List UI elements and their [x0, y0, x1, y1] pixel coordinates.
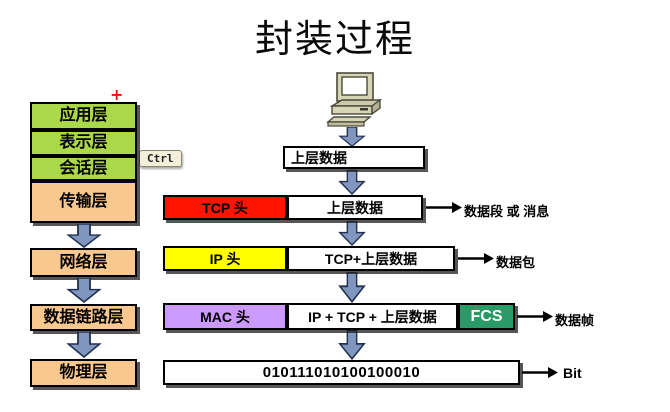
down-arrow-icon: [66, 224, 102, 248]
down-arrow-icon: [338, 221, 366, 246]
right-arrow-icon: [517, 311, 553, 322]
layer-presentation: 表示层: [30, 130, 137, 156]
bitstream-box: 010111010100100010: [163, 360, 520, 385]
mac-header-box: MAC 头: [163, 303, 287, 330]
layer-transport: 传输层: [30, 181, 137, 223]
fcs-box: FCS: [458, 303, 515, 330]
layer-datalink: 数据链路层: [30, 304, 137, 331]
frame-label: 数据帧: [555, 313, 595, 328]
right-arrow-icon: [458, 253, 494, 264]
down-arrow-icon: [338, 272, 366, 303]
ctrl-tooltip: Ctrl: [139, 150, 182, 168]
ip-payload-box: TCP+上层数据: [287, 246, 455, 271]
down-arrow-icon: [338, 170, 366, 195]
mac-payload-box: IP + TCP + 上层数据: [287, 303, 458, 330]
bit-label: Bit: [563, 365, 582, 381]
packet-label: 数据包: [496, 255, 536, 270]
down-arrow-icon: [338, 330, 366, 360]
upper-data-box: 上层数据: [283, 146, 425, 169]
ip-header-box: IP 头: [163, 246, 287, 271]
right-arrow-icon: [522, 367, 558, 378]
layer-physical: 物理层: [30, 359, 137, 387]
page-title: 封装过程: [254, 19, 415, 61]
layer-application: 应用层: [30, 102, 137, 130]
down-arrow-icon: [66, 278, 102, 303]
down-arrow-icon: [66, 332, 102, 358]
plus-cursor-icon: +: [110, 85, 124, 104]
layer-network: 网络层: [30, 248, 137, 277]
segment-label: 数据段 或 消息: [464, 204, 550, 219]
layer-session: 会话层: [30, 156, 137, 181]
right-arrow-icon: [426, 202, 462, 213]
computer-icon: [326, 72, 383, 127]
down-arrow-icon: [338, 127, 366, 147]
tcp-payload-box: 上层数据: [287, 195, 423, 220]
tcp-header-box: TCP 头: [163, 195, 287, 220]
